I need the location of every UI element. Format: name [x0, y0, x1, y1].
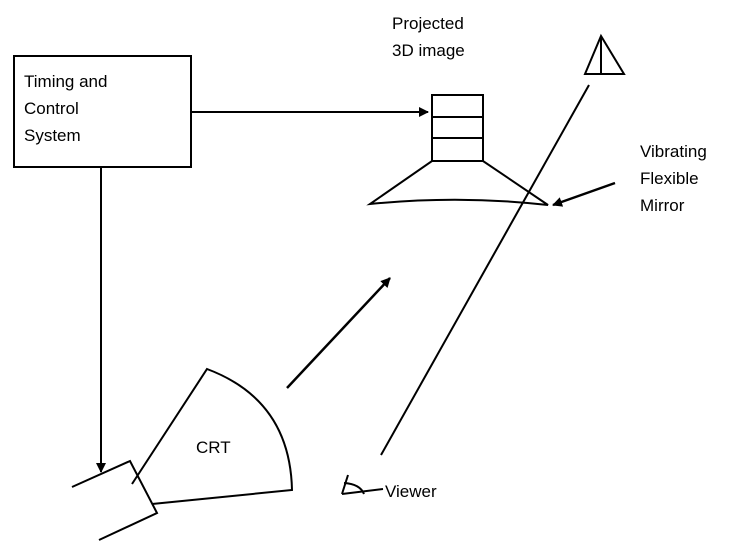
- top-triangle-marker: [583, 33, 626, 75]
- projected-image-label-line-2: 3D image: [392, 41, 465, 61]
- flexible-mirror: [366, 160, 549, 206]
- vibrating-mirror-label-line-3: Mirror: [640, 196, 685, 216]
- timing-control-label-line-2: Control: [24, 99, 79, 119]
- timing-control-label-line-3: System: [24, 126, 81, 146]
- viewer-label: Viewer: [385, 482, 437, 501]
- arrow-crt-to-mirror: [286, 277, 391, 389]
- timing-control-label-line-1: Timing and: [24, 72, 108, 91]
- timing-control-label: Timing and Control System: [24, 68, 107, 150]
- vibrating-mirror-label-line-2: Flexible: [640, 169, 699, 189]
- projected-image-label-line-1: Projected: [392, 14, 464, 33]
- arrow-to-mirror: [552, 181, 616, 207]
- vibrating-mirror-label-line-1: Vibrating: [640, 142, 707, 161]
- vibrating-mirror-label: Vibrating Flexible Mirror: [640, 138, 707, 220]
- projected-image-stack: [431, 94, 484, 162]
- crt-tube: [131, 367, 294, 505]
- crt-label: CRT: [196, 438, 231, 457]
- eye-icon: [341, 474, 384, 495]
- projected-image-label: Projected 3D image: [392, 10, 465, 64]
- crt-base: [71, 459, 159, 541]
- line-of-sight: [380, 84, 590, 456]
